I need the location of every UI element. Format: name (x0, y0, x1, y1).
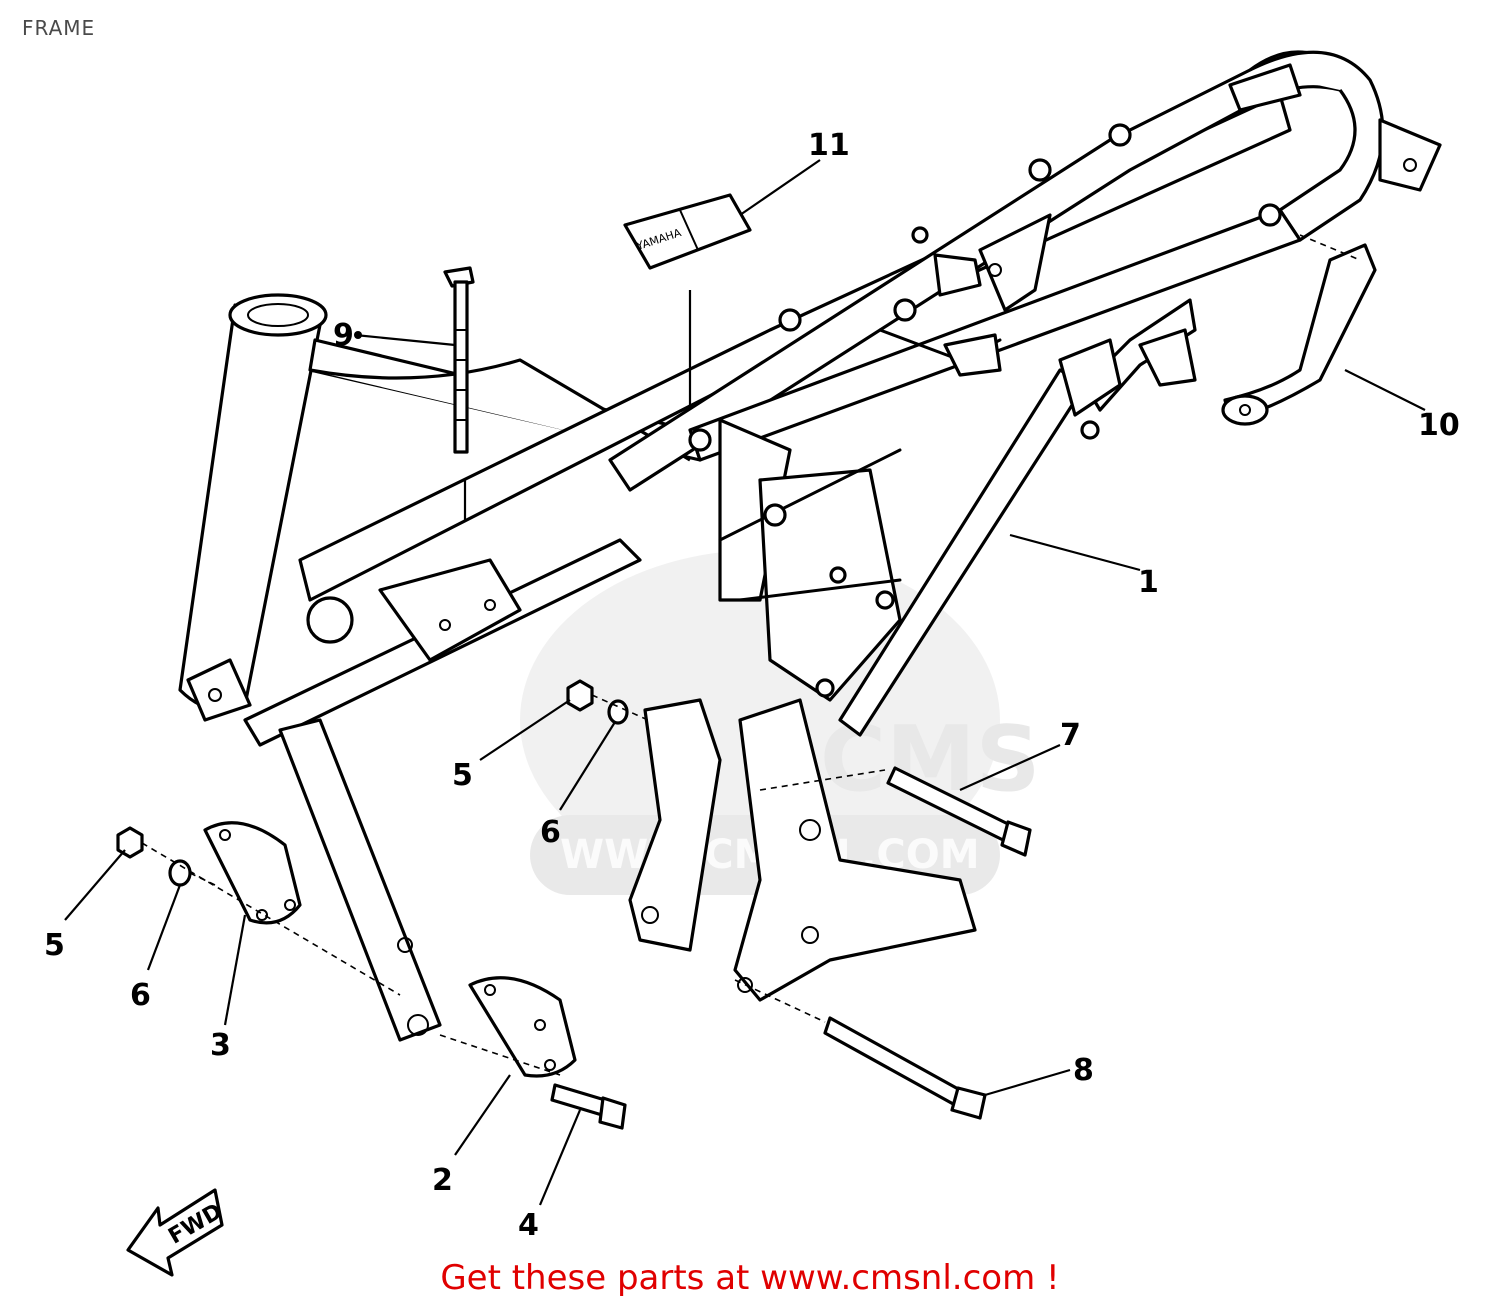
callout-4: 4 (518, 1109, 582, 1243)
washer-part-6-center (607, 699, 629, 725)
frame-part-1 (178, 50, 1442, 1042)
callout-label-5a: 5 (44, 928, 65, 963)
damper-part-11: YAMAHA (623, 193, 752, 410)
nut-part-5-center (566, 679, 594, 712)
callout-label-4: 4 (518, 1208, 539, 1243)
callout-8: 8 (984, 1053, 1094, 1097)
bolt-part-8 (734, 979, 987, 1120)
callout-label-5b: 5 (452, 758, 473, 793)
callout-5a: 5 (44, 849, 126, 963)
callout-label-3: 3 (210, 1028, 231, 1063)
callout-label-8: 8 (1073, 1053, 1094, 1088)
callout-label-7: 7 (1060, 718, 1081, 753)
callout-6a: 6 (130, 884, 182, 1013)
callout-label-2: 2 (432, 1163, 453, 1198)
rear-stay-part-10 (1221, 234, 1377, 426)
engine-bracket-part-2 (468, 976, 577, 1078)
bolt-part-4 (550, 1083, 627, 1130)
engine-bracket-part-3 (203, 821, 302, 925)
callout-2: 2 (432, 1074, 511, 1198)
band-part-9 (443, 266, 475, 520)
callout-6b: 6 (540, 721, 616, 850)
callout-label-6a: 6 (130, 978, 151, 1013)
callout-label-10: 10 (1418, 408, 1460, 443)
callout-label-9: 9 (333, 318, 354, 353)
page-title: FRAME (22, 16, 96, 40)
callout-label-6b: 6 (540, 815, 561, 850)
callout-7: 7 (959, 718, 1081, 792)
bolt-part-7 (759, 766, 1032, 857)
callout-3: 3 (210, 914, 247, 1063)
callout-label-1: 1 (1138, 565, 1159, 600)
callout-9: 9 (333, 318, 456, 353)
callout-10: 10 (1344, 369, 1460, 443)
callout-label-11: 11 (808, 128, 850, 163)
get-parts-link[interactable]: Get these parts at www.cmsnl.com ! (440, 1258, 1060, 1298)
washer-part-6-left (168, 859, 192, 887)
callout-1: 1 (1009, 533, 1159, 600)
callout-5b: 5 (452, 699, 571, 793)
callout-11: 11 (739, 128, 850, 216)
